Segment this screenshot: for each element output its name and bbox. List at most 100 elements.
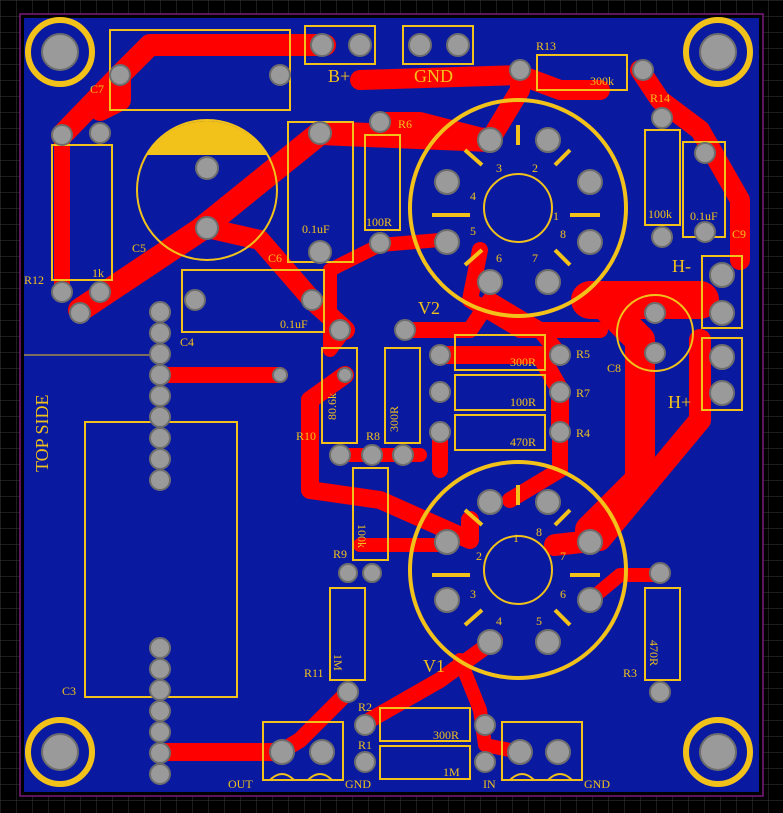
v1-socket-ring bbox=[408, 460, 628, 680]
pad bbox=[308, 121, 332, 145]
c3-pin bbox=[149, 406, 171, 428]
r4-outline bbox=[454, 414, 546, 451]
pad bbox=[474, 714, 496, 736]
label-r1-val: 1M bbox=[443, 765, 460, 779]
v2-pin-label: 8 bbox=[560, 227, 566, 241]
label-c8: C8 bbox=[607, 361, 621, 375]
label-r3-val: 470R bbox=[647, 640, 661, 666]
v2-pin-label: 7 bbox=[532, 251, 538, 265]
c3-pin bbox=[149, 427, 171, 449]
label-r13-val: 300k bbox=[590, 74, 614, 88]
label-r6: R6 bbox=[398, 117, 412, 131]
label-r2: R2 bbox=[358, 700, 372, 714]
pad bbox=[109, 64, 131, 86]
pad bbox=[392, 444, 414, 466]
c3-pin bbox=[149, 763, 171, 785]
mount-ring-tl bbox=[25, 17, 95, 87]
pad bbox=[474, 751, 496, 773]
pad bbox=[369, 111, 391, 133]
pad bbox=[337, 681, 359, 703]
pad bbox=[272, 367, 288, 383]
label-gnd-out: GND bbox=[345, 777, 371, 791]
mount-pad-br bbox=[699, 733, 737, 771]
r10-outline bbox=[321, 347, 358, 444]
c3-pin bbox=[149, 385, 171, 407]
label-r2-val: 300R bbox=[433, 728, 459, 742]
r3-outline bbox=[644, 587, 681, 681]
label-hminus: H- bbox=[672, 256, 691, 276]
v1-pin bbox=[577, 587, 603, 613]
label-r8: R8 bbox=[366, 429, 380, 443]
pad bbox=[509, 59, 531, 81]
label-bplus: B+ bbox=[328, 66, 350, 86]
trace-diag-1 bbox=[68, 121, 502, 322]
label-in: IN bbox=[483, 777, 496, 791]
trace-mid-2 bbox=[301, 366, 479, 549]
pad bbox=[69, 302, 91, 324]
c5-band bbox=[147, 121, 267, 155]
pad bbox=[694, 142, 716, 164]
label-r7-val: 100R bbox=[510, 395, 536, 409]
mount-ring-br bbox=[683, 717, 753, 787]
pad bbox=[269, 64, 291, 86]
v1-pin-label: 4 bbox=[496, 614, 502, 628]
v2-socket-ring bbox=[408, 98, 628, 318]
trace-mid-3 bbox=[431, 346, 569, 439]
label-c9-val: 0.1uF bbox=[690, 209, 718, 223]
v1-ticks bbox=[432, 485, 600, 627]
v2-socket-center bbox=[483, 173, 553, 243]
pad bbox=[354, 751, 376, 773]
pad bbox=[309, 739, 335, 765]
c3-pin bbox=[149, 700, 171, 722]
pad bbox=[338, 563, 358, 583]
pad bbox=[89, 122, 111, 144]
v1-socket-center bbox=[483, 535, 553, 605]
r2-outline bbox=[379, 707, 471, 742]
gnd-connector-outline bbox=[402, 25, 474, 65]
connector-curves bbox=[269, 773, 573, 781]
pad bbox=[308, 240, 332, 264]
label-r10-val: 80.6k bbox=[325, 393, 339, 420]
pad bbox=[649, 681, 671, 703]
hplus-connector-outline bbox=[701, 337, 743, 411]
pad bbox=[369, 232, 391, 254]
v2-pin bbox=[477, 269, 503, 295]
trace-v1-low bbox=[362, 632, 503, 728]
pad bbox=[709, 300, 735, 326]
label-r13: R13 bbox=[536, 39, 556, 53]
c3-pin bbox=[149, 742, 171, 764]
pad bbox=[446, 33, 470, 57]
label-c6-val: 0.1uF bbox=[302, 222, 330, 236]
trace-v2-left bbox=[323, 233, 447, 357]
v1-pin-label: 6 bbox=[560, 587, 566, 601]
v2-pin bbox=[577, 229, 603, 255]
label-hplus: H+ bbox=[668, 392, 691, 412]
pad bbox=[429, 381, 451, 403]
out-connector-outline bbox=[262, 721, 344, 781]
v2-pin bbox=[434, 229, 460, 255]
pad bbox=[89, 281, 111, 303]
trace-mid-5 bbox=[397, 292, 568, 363]
v1-pin bbox=[535, 489, 561, 515]
pad bbox=[549, 381, 571, 403]
v1-pin bbox=[477, 629, 503, 655]
pad bbox=[361, 444, 383, 466]
label-r4-val: 470R bbox=[510, 435, 536, 449]
v2-pin-label: 1 bbox=[553, 209, 559, 223]
c3-pin bbox=[149, 637, 171, 659]
label-c9: C9 bbox=[732, 227, 746, 241]
pad bbox=[301, 289, 323, 311]
trace-r14 bbox=[630, 60, 750, 270]
v1-pin-label: 7 bbox=[560, 549, 566, 563]
pad bbox=[709, 344, 735, 370]
r11-outline bbox=[329, 587, 366, 681]
mount-ring-tr bbox=[683, 17, 753, 87]
pad bbox=[429, 421, 451, 443]
label-gnd-top: GND bbox=[414, 66, 453, 86]
label-r4: R4 bbox=[576, 426, 590, 440]
pad bbox=[507, 739, 533, 765]
label-top-side: TOP SIDE bbox=[32, 394, 52, 472]
r13-outline bbox=[536, 54, 628, 91]
c3-pin bbox=[149, 364, 171, 386]
